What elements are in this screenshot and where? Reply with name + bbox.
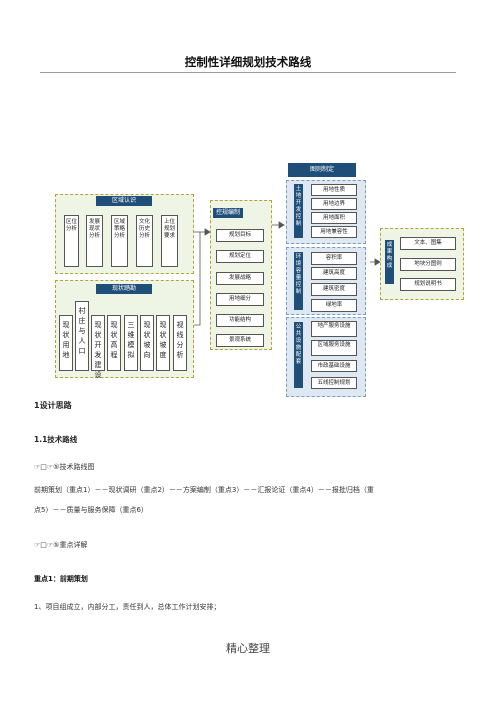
paragraph-line: 点5）－－质量与服务保障（重点6） [34,506,148,514]
result-item: 规划说明书 [400,278,456,291]
compile-item: 景观系统 [216,334,264,347]
compile-item: 规划目标 [216,229,264,242]
status-item: 现状开发建设 [91,315,105,379]
result-item: 地块分图则 [400,258,456,271]
compile-item: 功能结构 [216,314,264,327]
guide-header: 图则制定 [288,163,356,177]
paragraph-line: 1、项目组成立，内部分工，责任到人，总体工作计划安排； [34,603,221,611]
paragraph-line: 前期策划（重点1）－－现状调研（重点2）－－方案编制（重点3）－－汇报论证（重点… [34,486,374,494]
region-item: 文化历史分析 [136,215,153,267]
section-heading: 1设计思路 [34,401,72,410]
status-item: 视线分析 [173,315,187,371]
status-item: 现状高程 [107,315,121,371]
guide-group-capacity-label: 环境容量控制 [294,252,303,310]
guide-item: 区域服务设施 [311,340,357,356]
guide-group-public-label: 公共设施配套 [294,322,303,388]
bullet-marker: ☞□☞⑤技术路线图 [34,463,95,471]
region-item: 区域策略分析 [111,215,128,267]
status-item: 现状用地 [59,315,73,371]
guide-group-land-label: 土地开发控制 [294,184,303,238]
compile-item: 规划定位 [216,250,264,263]
guide-item: 用地兼容性 [311,226,357,238]
result-label: 成果构成 [385,240,394,284]
status-item: 现状坡度 [156,315,170,371]
guide-item: 地产服务设施 [311,321,357,337]
guide-item: 用地性质 [311,184,357,196]
region-header: 区域认识 [96,196,152,206]
guide-item: 绿地率 [311,299,357,312]
guide-item: 五线控制规划 [311,377,357,389]
compile-item: 发展战略 [216,272,264,285]
title-divider [40,72,456,73]
technical-route-diagram: 区域认识 区位分析 发展现状分析 区域策略分析 文化历史分析 上位规划要求 现状… [55,163,464,397]
status-item: 村庄与人口 [75,301,89,371]
region-item: 发展现状分析 [86,215,103,267]
region-item: 区位分析 [64,215,79,267]
guide-item: 建筑密度 [311,283,357,296]
guide-item: 市政基础设施 [311,360,357,372]
compile-header: 控规编制 [213,208,243,218]
compile-item: 用地细分 [216,293,264,306]
page-title: 控制性详细规划技术路线 [184,55,312,69]
guide-item: 建筑高度 [311,267,357,280]
guide-item: 用地面积 [311,212,357,224]
status-item: 三维模拟 [124,315,138,371]
diagram-connectors [192,221,381,326]
focus-heading: 重点1：前期策划 [34,575,88,583]
result-item: 文本、图集 [400,237,456,250]
guide-item: 用地边界 [311,198,357,210]
footer-text: 精心整理 [226,642,270,655]
region-item: 上位规划要求 [161,215,178,267]
bullet-marker: ☞□☞⑤重点详解 [34,541,88,549]
status-item: 现状坡向 [140,315,154,371]
guide-item: 容积率 [311,252,357,265]
status-header: 现状踏勘 [96,284,152,294]
subsection-heading: 1.1技术路线 [34,435,78,444]
